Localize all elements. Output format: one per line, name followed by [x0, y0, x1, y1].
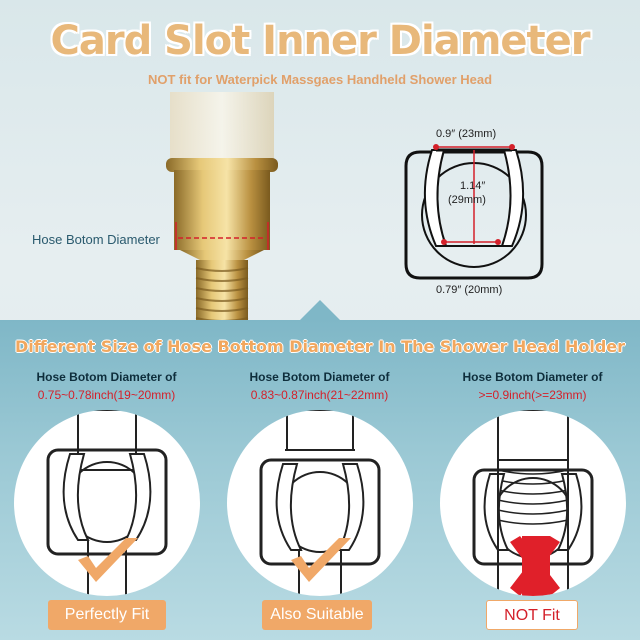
- spec-height-line1: 1.14″: [460, 180, 486, 192]
- column-2-range: 0.83~0.87inch(21~22mm): [250, 388, 389, 402]
- spec-bottom-width: 0.79″ (20mm): [436, 284, 503, 296]
- holder-spec-drawing: [404, 144, 544, 280]
- hose-diameter-label: Hose Botom Diameter: [32, 232, 160, 247]
- column-2-header: Hose Botom Diameter of 0.83~0.87inch(21~…: [213, 368, 426, 404]
- cross-icon: [510, 536, 560, 596]
- column-1-header: Hose Botom Diameter of 0.75~0.78inch(19~…: [0, 368, 213, 404]
- corrugated-hose: [195, 260, 249, 320]
- column-3-range: >=0.9inch(>=23mm): [478, 388, 587, 402]
- column-3-label: Hose Botom Diameter of: [462, 370, 603, 384]
- checkmark-icon: [291, 538, 351, 582]
- column-2-label: Hose Botom Diameter of: [249, 370, 390, 384]
- spec-top-width: 0.9″ (23mm): [436, 128, 497, 140]
- page-title: Card Slot Inner Diameter: [50, 18, 591, 64]
- also-suitable-badge: Also Suitable: [262, 600, 372, 630]
- column-2-illustration: [227, 410, 413, 596]
- section-title: Different Size of Hose Bottom Diameter I…: [14, 337, 626, 356]
- brass-ring: [166, 158, 278, 172]
- handle-top: [170, 92, 274, 162]
- column-1-illustration: [14, 410, 200, 596]
- column-1-label: Hose Botom Diameter of: [36, 370, 177, 384]
- page-subtitle: NOT fit for Waterpick Massgaes Handheld …: [147, 72, 493, 87]
- perfectly-fit-badge: Perfectly Fit: [48, 600, 166, 630]
- spec-height-line2: (29mm): [448, 194, 486, 206]
- brass-neck: [180, 250, 264, 262]
- column-3-illustration: [440, 410, 626, 596]
- shower-hose-illustration: [166, 92, 544, 320]
- column-3-header: Hose Botom Diameter of >=0.9inch(>=23mm): [426, 368, 639, 404]
- checkmark-icon: [78, 538, 138, 582]
- brass-collar: [174, 170, 270, 250]
- column-1-range: 0.75~0.78inch(19~20mm): [37, 388, 176, 402]
- diameter-measure: [175, 222, 269, 250]
- not-fit-badge: NOT Fit: [486, 600, 578, 630]
